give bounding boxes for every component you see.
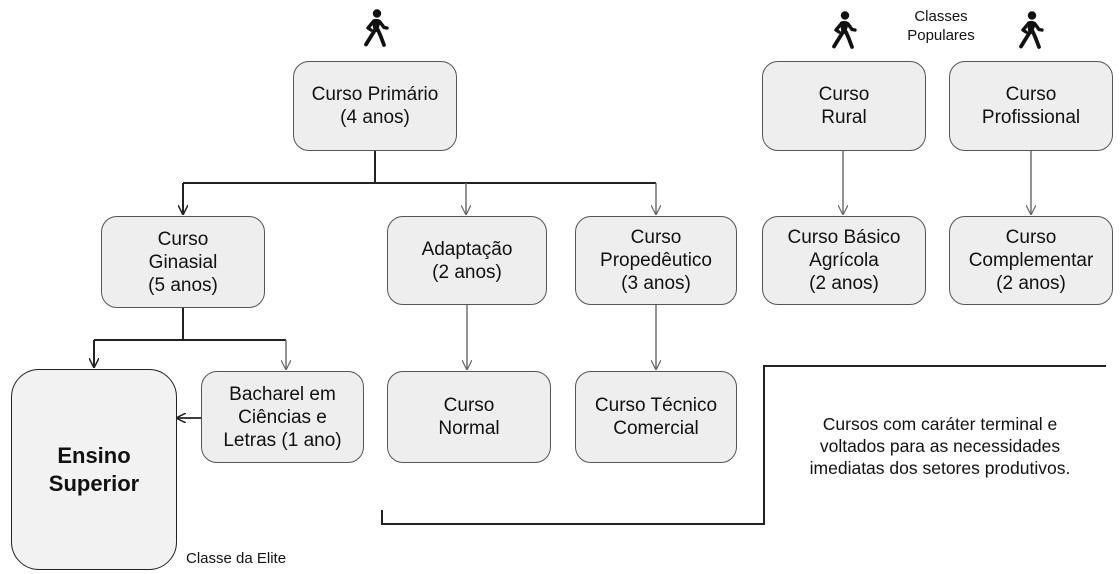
box-line: (2 anos) — [809, 273, 879, 294]
note-line: imediatas dos setores produtivos. — [809, 458, 1071, 478]
ensino-superior-box: Ensino Superior — [11, 369, 177, 570]
note-line: voltados para as necessidades — [819, 436, 1061, 456]
box-line: Curso — [630, 227, 682, 248]
adaptacao-box: Adaptação (2 anos) — [387, 216, 547, 305]
classe-elite-label: Classe da Elite — [186, 550, 306, 568]
label-line: Classe da Elite — [186, 550, 287, 567]
curso-normal-box: Curso Normal — [387, 371, 551, 463]
box-line: Bacharel em — [229, 383, 336, 405]
terminal-courses-note: Cursos com caráter terminal e voltados p… — [780, 413, 1100, 479]
box-line: Curso Básico — [787, 227, 901, 248]
box-line: (2 anos) — [432, 261, 502, 283]
note-line: Cursos com caráter terminal e — [822, 414, 1058, 434]
box-line: Superior — [48, 470, 140, 496]
box-line: Complementar — [968, 250, 1094, 271]
label-line: Classes — [914, 8, 968, 25]
box-line: Curso Primário — [311, 84, 439, 105]
box-line: Normal — [438, 418, 500, 439]
box-line: Curso — [157, 228, 209, 250]
box-line: Rural — [821, 107, 867, 128]
bacharel-ciencias-letras-box: Bacharel em Ciências e Letras (1 ano) — [201, 371, 364, 463]
terminal-courses-bracket — [381, 365, 1106, 525]
box-line: Letras (1 ano) — [223, 429, 342, 451]
box-line: (2 anos) — [996, 273, 1066, 294]
box-line: Curso Técnico — [594, 395, 718, 416]
box-line: Ciências e — [238, 406, 327, 428]
box-line: Curso — [1005, 227, 1057, 248]
person-walking-icon — [828, 11, 858, 49]
label-line: Populares — [907, 27, 975, 44]
person-walking-icon — [1015, 11, 1045, 49]
box-line: (4 anos) — [340, 107, 410, 128]
curso-tecnico-comercial-box: Curso Técnico Comercial — [575, 371, 737, 463]
box-line: (5 anos) — [148, 274, 218, 296]
box-line: Curso — [443, 395, 495, 416]
curso-propedeutico-box: Curso Propedêutico (3 anos) — [575, 216, 737, 305]
curso-profissional-box: Curso Profissional — [949, 61, 1113, 151]
curso-ginasial-box: Curso Ginasial (5 anos) — [101, 216, 265, 308]
curso-primario-box: Curso Primário (4 anos) — [293, 61, 457, 151]
box-line: Propedêutico — [600, 250, 712, 271]
curso-rural-box: Curso Rural — [762, 61, 926, 151]
curso-basico-agricola-box: Curso Básico Agrícola (2 anos) — [762, 216, 926, 305]
box-line: Adaptação — [421, 238, 513, 260]
person-walking-icon — [360, 9, 390, 47]
classes-populares-label: Classes Populares — [885, 7, 997, 45]
box-line: Curso — [1005, 84, 1057, 105]
box-line: Comercial — [613, 418, 699, 439]
box-line: Curso — [818, 84, 870, 105]
box-line: Ginasial — [148, 251, 218, 273]
curso-complementar-box: Curso Complementar (2 anos) — [949, 216, 1113, 305]
box-line: Agrícola — [809, 250, 879, 271]
box-line: Profissional — [981, 107, 1081, 128]
box-line: Ensino — [57, 442, 131, 468]
box-line: (3 anos) — [621, 273, 691, 294]
